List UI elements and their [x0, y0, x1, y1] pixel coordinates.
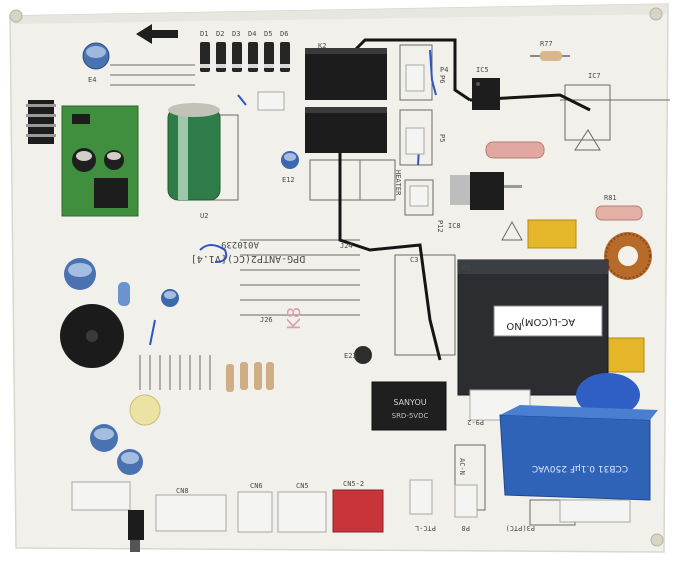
- power-resistors: [485, 141, 643, 221]
- toroid-inductor: [604, 232, 652, 280]
- label-cn8: CN8: [176, 487, 189, 495]
- label-heater: HEATER: [394, 170, 402, 196]
- label-j26: J26: [260, 316, 273, 324]
- mount-hole-bottom-right: [650, 533, 664, 547]
- mount-hole-top-left: [9, 9, 23, 23]
- connector-small-white: [257, 91, 285, 111]
- label-p4: P4: [440, 66, 448, 74]
- kb-mark: K8: [284, 307, 305, 330]
- label-p5: P5: [438, 134, 446, 142]
- label-r77: R77: [540, 40, 553, 48]
- relay-small-model: SRD-5VDC: [392, 412, 429, 420]
- label-p3-ptc: P3(PTC): [505, 524, 535, 532]
- arrow-left-icon: [136, 24, 178, 44]
- label-p8: P8: [462, 524, 470, 532]
- x-capacitor-text: CCB31 0.1μF 250VAC: [532, 463, 628, 473]
- relay-small-sanyou: SANYOU SRD-5VDC: [371, 381, 447, 431]
- yellow-disc-component: [129, 394, 161, 426]
- label-d5: D5: [264, 30, 272, 38]
- resistor-group-center: [226, 362, 274, 392]
- label-d6: D6: [280, 30, 288, 38]
- label-j24: J24: [340, 242, 353, 250]
- label-d4: D4: [248, 30, 256, 38]
- label-d2: D2: [216, 30, 224, 38]
- pin-header: [26, 100, 56, 144]
- electrolytic-capacitor-e4: [82, 42, 110, 70]
- relay-label-top: AC-L(COM): [521, 316, 575, 327]
- triac-ic8: [450, 172, 522, 210]
- ic5-chip: [472, 78, 500, 110]
- silkscreen-text: DPG-ANTP2(CC)[V1.4] A010239 K8 CN8 CN5 C…: [88, 30, 617, 532]
- board-id-label: DPG-ANTP2(CC)[V1.4]: [191, 253, 305, 264]
- label-e23: E23: [344, 352, 357, 360]
- capacitors-left: [64, 258, 143, 475]
- label-p3: P3: [462, 264, 470, 272]
- electrolytic-capacitor-large: [167, 103, 221, 201]
- relay-label-bottom: NO: [506, 320, 521, 331]
- label-u2: U2: [200, 212, 208, 220]
- mount-hole-top-right: [649, 7, 663, 21]
- label-d3: D3: [232, 30, 240, 38]
- label-ptc-l: PTC-L: [415, 524, 436, 532]
- label-e4: E4: [88, 76, 96, 84]
- small-capacitors: [161, 151, 372, 364]
- label-cn5: CN5: [296, 482, 309, 490]
- connectors-p6-p5: [405, 64, 429, 207]
- resistor-r77: [530, 51, 570, 61]
- label-p9-2: P9-2: [467, 418, 484, 426]
- label-ac-n: AC-N: [458, 458, 466, 475]
- diode-row: [200, 42, 290, 72]
- label-ic5: IC5: [476, 66, 489, 74]
- x-capacitor-blue: CCB31 0.1μF 250VAC: [499, 405, 658, 501]
- label-k2: K2: [318, 42, 326, 50]
- power-module-green: [61, 105, 139, 217]
- relay-k2: [305, 107, 387, 153]
- bottom-connectors: [71, 479, 631, 552]
- label-ic7: IC7: [588, 72, 601, 80]
- buzzer: [60, 304, 124, 368]
- board-code-label: A010239: [221, 239, 259, 249]
- label-c3: C3: [410, 256, 418, 264]
- label-d1: D1: [200, 30, 208, 38]
- label-r81: R81: [604, 194, 617, 202]
- label-p12: P12: [436, 220, 444, 233]
- relay-small-brand: SANYOU: [393, 398, 426, 407]
- label-cn5-2: CN5-2: [343, 480, 364, 488]
- power-relay-large: AC-L(COM) NO: [457, 259, 609, 396]
- label-p6: P6: [438, 75, 446, 83]
- label-e12: E12: [282, 176, 295, 184]
- relay-k1: [305, 48, 387, 100]
- label-cn6: CN6: [250, 482, 263, 490]
- label-ic8: IC8: [448, 222, 461, 230]
